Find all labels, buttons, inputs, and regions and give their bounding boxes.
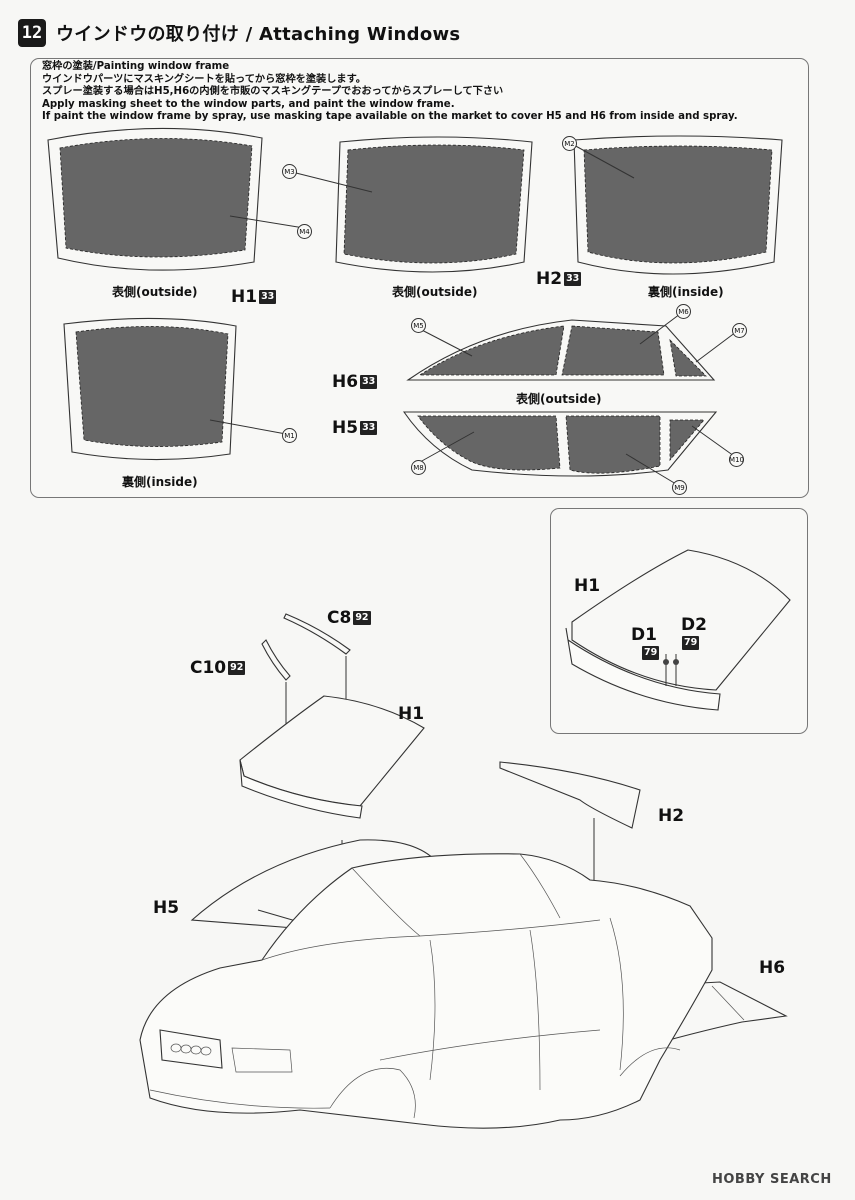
inset-h1-label: H1: [574, 576, 601, 596]
mask-marker-m9: M9: [672, 480, 687, 495]
sprue-number: 33: [360, 421, 378, 435]
outside-label: 表側(outside): [392, 285, 478, 299]
h6-side-windows: [406, 313, 737, 381]
outside-label: 表側(outside): [112, 285, 198, 299]
sprue-number: 33: [564, 272, 582, 286]
assembly-h6-label: H6: [759, 958, 786, 978]
assembly-h5-label: H5: [153, 898, 180, 918]
mask-marker-m2: M2: [562, 136, 577, 151]
mask-marker-m3: M3: [282, 164, 297, 179]
inset-windshield-detail: [565, 549, 791, 711]
instruction-line: スプレー塗装する場合はH5,H6の内側を市販のマスキングテープでおおってからスプ…: [42, 86, 504, 98]
assembly-h1-windshield: [239, 695, 425, 966]
inset-d1-label: D1: [631, 625, 657, 645]
h1-outside-windshield: [47, 127, 305, 271]
inset-d2-label: D2: [681, 615, 707, 635]
mask-marker-m5: M5: [411, 318, 426, 333]
instruction-line: Apply masking sheet to the window parts,…: [42, 98, 455, 110]
sprue-number: 92: [228, 661, 246, 675]
part-name: H1: [231, 287, 258, 307]
outside-label: 表側(outside): [516, 392, 602, 406]
mask-marker-m7: M7: [732, 323, 747, 338]
part-name: H2: [536, 269, 563, 289]
part-name: C10: [190, 658, 227, 678]
instruction-line: ウインドウパーツにマスキングシートを貼ってから窓枠を塗装します。: [42, 73, 366, 85]
mask-marker-m8: M8: [411, 460, 426, 475]
part-name: H6: [332, 372, 359, 392]
instruction-line: 窓枠の塗装/Painting window frame: [42, 61, 230, 72]
h5-side-windows: [402, 411, 735, 485]
assembly-h2-label: H2: [658, 806, 685, 826]
sprue-number: 92: [353, 611, 371, 625]
m3-window: [291, 136, 533, 273]
mask-marker-m6: M6: [676, 304, 691, 319]
instructions: 窓枠の塗装/Painting window frame ウインドウパーツにマスキ…: [42, 61, 738, 124]
sprue-number: 33: [259, 290, 277, 304]
sprue-number: 33: [360, 375, 378, 389]
car-body: [139, 853, 713, 1129]
watermark: HOBBY SEARCH: [712, 1172, 832, 1187]
d2-sprue-number: 79: [682, 636, 700, 650]
step-title: ウインドウの取り付け / Attaching Windows: [56, 24, 461, 45]
inside-label: 裏側(inside): [122, 475, 198, 489]
instruction-line: If paint the window frame by spray, use …: [42, 111, 738, 123]
mask-marker-m4: M4: [297, 224, 312, 239]
h1-inside-windshield: [63, 317, 287, 461]
part-name: H5: [332, 418, 359, 438]
mask-marker-m1: M1: [282, 428, 297, 443]
step-number-badge: 12: [18, 19, 46, 47]
d1-sprue-number: 79: [642, 646, 660, 660]
m2-rear-window: [571, 135, 783, 275]
assembly-h1-label: H1: [398, 704, 425, 724]
inside-label: 裏側(inside): [648, 285, 724, 299]
step-header: 12 ウインドウの取り付け / Attaching Windows: [18, 18, 460, 48]
part-name: C8: [327, 608, 352, 628]
mask-marker-m10: M10: [729, 452, 744, 467]
